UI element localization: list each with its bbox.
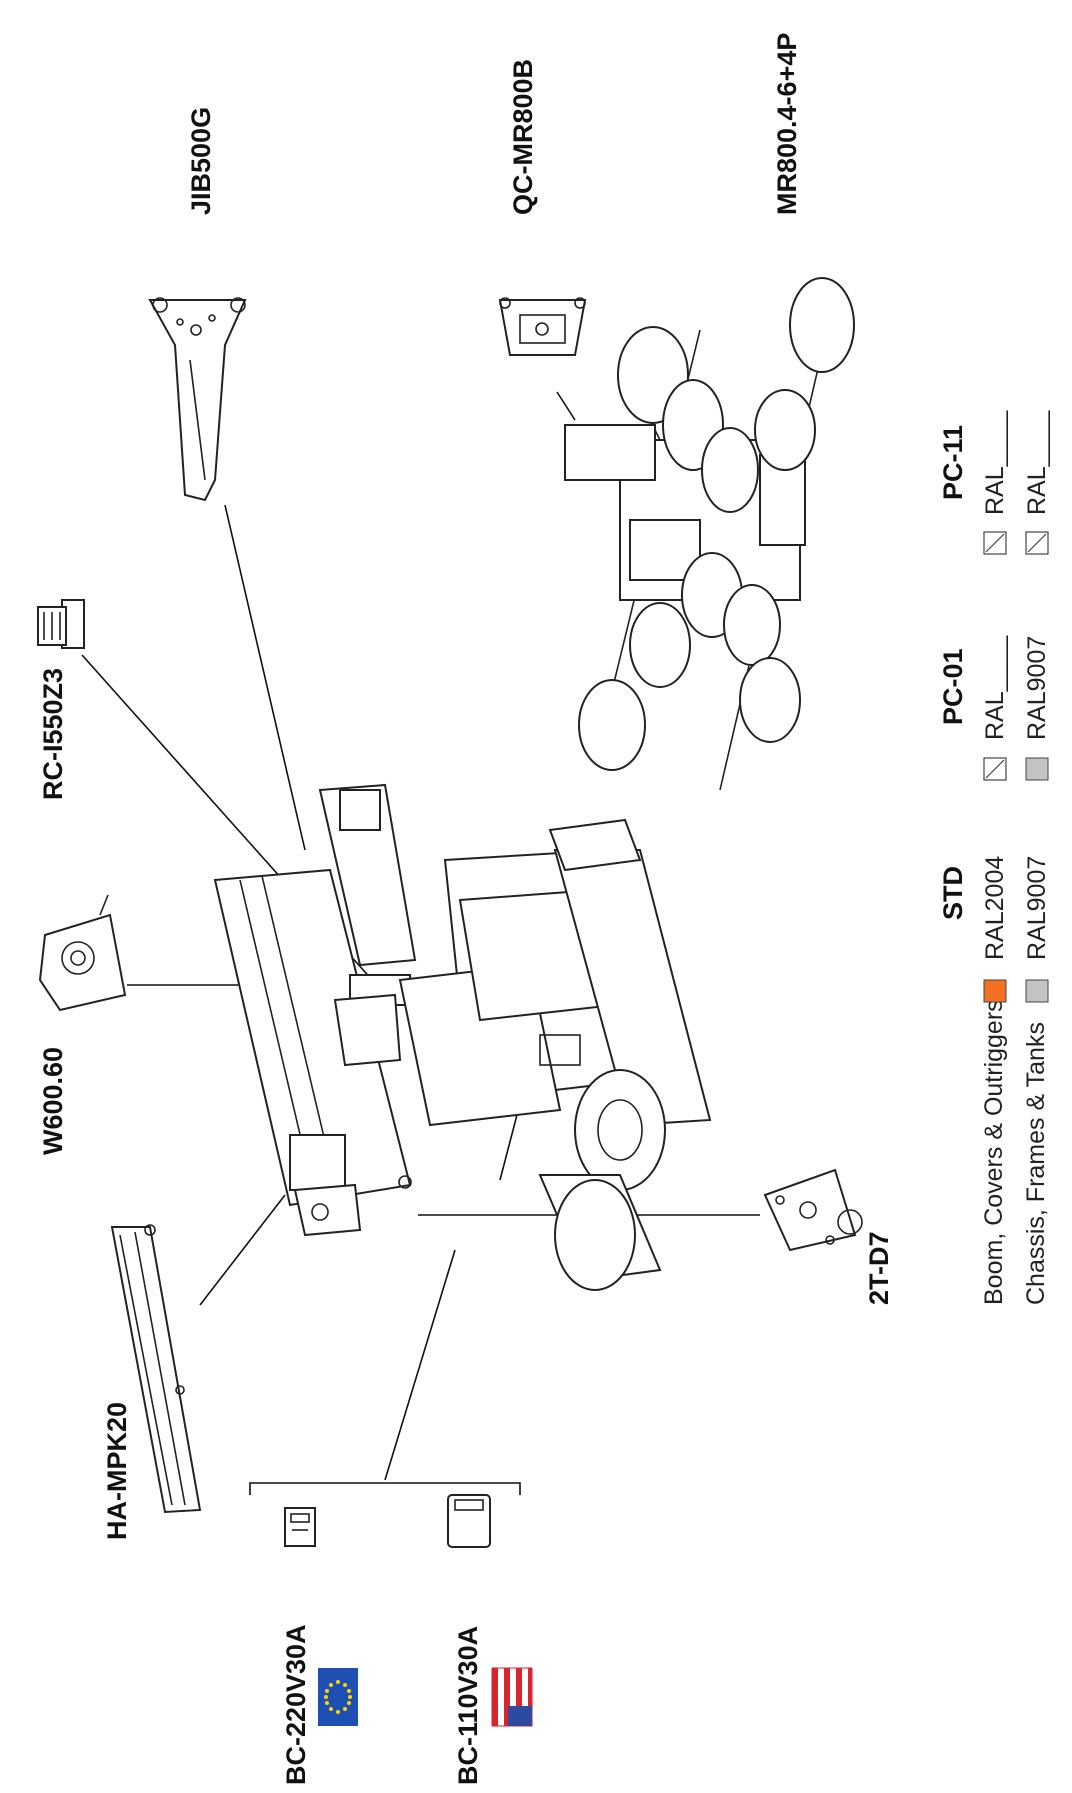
remote-control-drawing <box>37 599 85 649</box>
vacuum-lifter-drawing <box>564 277 855 791</box>
legend-row-chassis: Chassis, Frames & Tanks <box>1022 1022 1050 1305</box>
legend-r1-pc11: RAL____ <box>981 410 1009 515</box>
eu-flag-icon <box>318 1668 358 1726</box>
label-rc-i550z3: RC-I550Z3 <box>38 668 68 800</box>
label-qc-mr800b: QC-MR800B <box>508 59 538 215</box>
swatch-grey-icon <box>1025 979 1049 1003</box>
label-bc-220v30a: BC-220V30A <box>281 1624 311 1785</box>
hook-drawing <box>763 1168 863 1252</box>
label-ha-mpk20: HA-MPK20 <box>102 1402 132 1540</box>
legend-r2-pc11: RAL____ <box>1023 410 1051 515</box>
legend-r2-pc01: RAL9007 <box>1023 636 1051 740</box>
legend-r1-pc01: RAL____ <box>981 635 1009 740</box>
swatch-grey-icon <box>1025 757 1049 781</box>
legend-r2-std: RAL9007 <box>1023 856 1051 960</box>
crane-machine-drawing <box>213 783 712 1291</box>
jib-drawing <box>148 297 247 502</box>
label-2t-d7: 2T-D7 <box>864 1231 894 1305</box>
label-mr800: MR800.4-6+4P <box>772 33 802 215</box>
label-bc-110v30a: BC-110V30A <box>453 1626 483 1785</box>
paint-legend: STD PC-01 PC-11 Boom, Covers & Outrigger… <box>938 410 1051 1305</box>
winch-drawing <box>38 894 127 1012</box>
swatch-custom-icon <box>1025 531 1049 555</box>
charger-us-drawing <box>447 1494 491 1548</box>
swatch-custom-icon <box>983 531 1007 555</box>
label-w600-60: W600.60 <box>38 1047 68 1155</box>
legend-col-pc11: PC-11 <box>938 425 968 500</box>
legend-r1-std: RAL2004 <box>981 856 1009 960</box>
swatch-custom-icon <box>983 757 1007 781</box>
us-flag-icon <box>491 1667 533 1727</box>
label-jib500g: JIB500G <box>186 107 216 215</box>
hydraulic-arm-drawing <box>110 1224 202 1514</box>
legend-col-std: STD <box>938 866 968 920</box>
legend-row-boom: Boom, Covers & Outriggers <box>980 999 1008 1305</box>
legend-col-pc01: PC-01 <box>938 648 968 725</box>
swatch-orange-icon <box>983 979 1007 1003</box>
charger-eu-drawing <box>284 1507 316 1547</box>
quick-coupler-drawing <box>498 297 587 356</box>
